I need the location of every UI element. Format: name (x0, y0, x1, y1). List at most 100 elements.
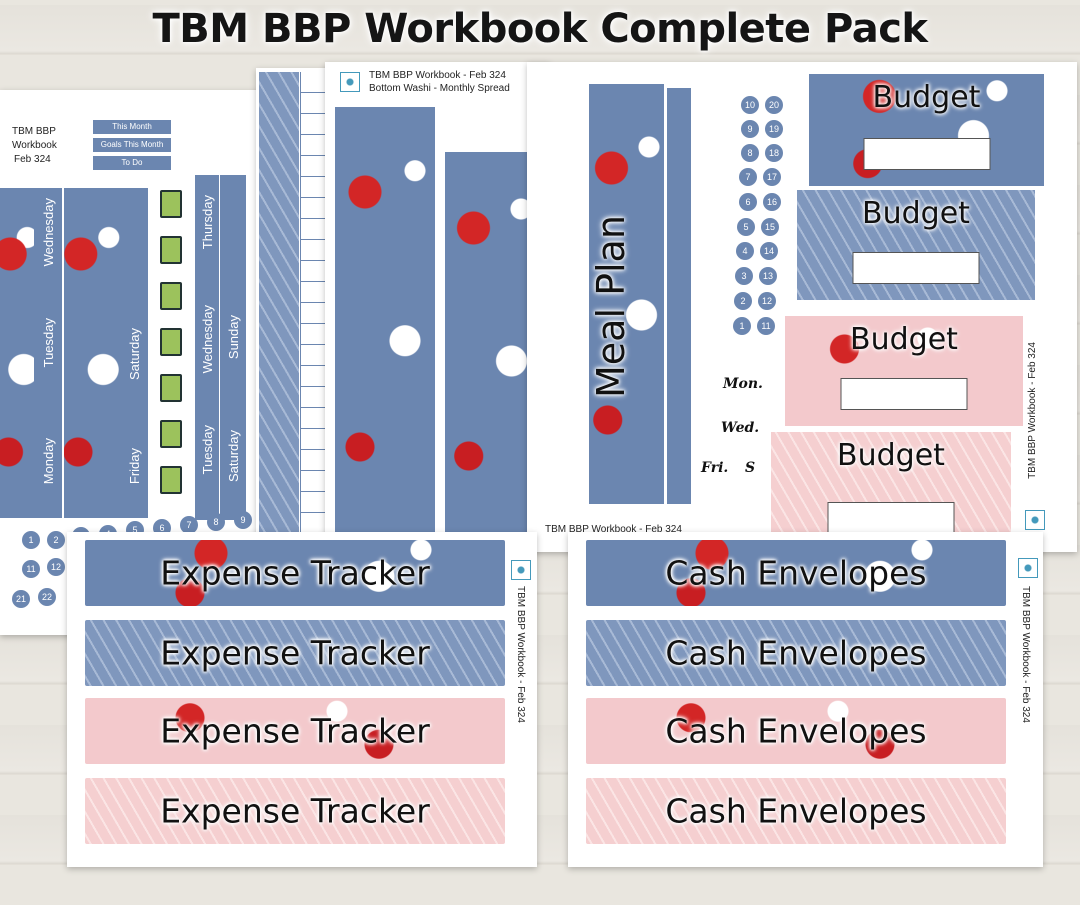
expense-tracker-sticker: Expense Tracker (85, 778, 505, 844)
day-label: Tuesday (41, 318, 56, 368)
cash-envelopes-sticker: Cash Envelopes (586, 540, 1006, 606)
day-abbrev: S (745, 460, 756, 476)
date-dot: 8 (741, 144, 759, 162)
expense-tracker-sticker: Expense Tracker (85, 540, 505, 606)
sheet-caption-line: TBM BBP (12, 126, 56, 137)
tab-this-month: This Month (93, 120, 171, 134)
day-bar: Wednesday Tuesday Monday (34, 188, 62, 518)
date-dot: 6 (739, 193, 757, 211)
date-dot: 16 (763, 193, 781, 211)
date-dot: 1 (22, 531, 40, 549)
day-label: Friday (127, 448, 142, 485)
budget-sticker: Budget (797, 190, 1035, 300)
cash-envelopes-label: Cash Envelopes (665, 711, 927, 751)
page-title: TBM BBP Workbook Complete Pack (152, 6, 928, 52)
day-bar: Saturday Friday (120, 188, 148, 518)
floral-strip (589, 84, 664, 504)
day-label: Wednesday (41, 198, 56, 267)
day-label: Sunday (226, 315, 241, 360)
cash-envelopes-sticker: Cash Envelopes (586, 778, 1006, 844)
expense-tracker-label: Expense Tracker (160, 791, 430, 831)
brand-logo (1018, 558, 1038, 578)
day-abbrev: Mon. (723, 376, 763, 392)
date-dot: 10 (741, 96, 759, 114)
cash-envelopes-sheet: Cash Envelopes Cash Envelopes Cash Envel… (568, 532, 1043, 867)
sheet-caption-line: Feb 324 (14, 154, 51, 165)
floral-strip (64, 188, 120, 518)
day-label: Thursday (200, 195, 215, 250)
budget-write-box (827, 502, 955, 534)
money-icon (160, 282, 182, 310)
day-label: Saturday (226, 430, 241, 483)
date-dot: 7 (180, 516, 198, 534)
sheet-side-caption: TBM BBP Workbook - Feb 324 (515, 586, 526, 723)
cash-envelopes-label: Cash Envelopes (665, 791, 927, 831)
money-icon (160, 236, 182, 264)
money-icon (160, 420, 182, 448)
tab-goals-this-month: Goals This Month (93, 138, 171, 152)
date-dot: 15 (761, 218, 779, 236)
budget-write-box (863, 138, 990, 170)
day-bar: Thursday Wednesday Tuesday (195, 175, 219, 520)
money-icon (160, 374, 182, 402)
budget-label: Budget (837, 438, 945, 473)
floral-strip (0, 188, 34, 518)
floral-washi-strip (445, 152, 540, 532)
date-dot: 11 (757, 317, 775, 335)
date-dot: 2 (47, 531, 65, 549)
date-dot: 3 (735, 267, 753, 285)
cash-envelopes-sticker: Cash Envelopes (586, 620, 1006, 686)
day-label: Saturday (127, 328, 142, 381)
expense-tracker-label: Expense Tracker (160, 553, 430, 593)
expense-tracker-sheet: Expense Tracker Expense Tracker Expense … (67, 532, 537, 867)
date-dot: 7 (739, 168, 757, 186)
cash-envelopes-label: Cash Envelopes (665, 633, 927, 673)
expense-tracker-sticker: Expense Tracker (85, 698, 505, 764)
day-label: Monday (41, 438, 56, 485)
budget-sticker: Budget (771, 432, 1011, 544)
day-label: Tuesday (200, 425, 215, 475)
budget-label: Budget (862, 196, 970, 231)
weekly-sticker-sheet: TBM BBP Workbook Feb 324 This Month Goal… (0, 90, 290, 635)
budget-sticker: Budget (809, 74, 1044, 186)
expense-tracker-sticker: Expense Tracker (85, 620, 505, 686)
money-icon (160, 190, 182, 218)
sheet-caption-line: Workbook (12, 140, 57, 151)
budget-write-box (840, 378, 968, 410)
sheet-side-caption: TBM BBP Workbook - Feb 324 (1020, 586, 1031, 723)
date-dot: 22 (38, 588, 56, 606)
date-dot: 12 (758, 292, 776, 310)
sheet-footer: TBM BBP Workbook - Feb 324 (545, 524, 682, 535)
meal-plan-bar (667, 88, 691, 504)
date-dot: 11 (22, 560, 40, 578)
date-dot: 5 (737, 218, 755, 236)
cash-envelopes-label: Cash Envelopes (665, 553, 927, 593)
meal-budget-sheet: Meal Plan 10 9 8 7 6 5 4 3 2 1 20 19 18 … (527, 62, 1077, 552)
sheet-caption-line: TBM BBP Workbook - Feb 324 (369, 70, 506, 81)
budget-write-box (852, 252, 980, 284)
cash-envelopes-sticker: Cash Envelopes (586, 698, 1006, 764)
budget-label: Budget (850, 322, 958, 357)
date-dot: 20 (765, 96, 783, 114)
sheet-caption-line: Bottom Washi - Monthly Spread (369, 83, 510, 94)
budget-label: Budget (872, 80, 981, 115)
fern-strip (259, 72, 299, 532)
budget-sticker: Budget (785, 316, 1023, 426)
date-dot: 9 (234, 511, 252, 529)
day-bar: Sunday Saturday (220, 175, 246, 520)
date-dot: 13 (759, 267, 777, 285)
date-dot: 9 (741, 120, 759, 138)
date-dot: 21 (12, 590, 30, 608)
date-dot: 14 (760, 242, 778, 260)
floral-washi-strip (335, 107, 435, 532)
day-abbrev: Fri. (701, 460, 729, 476)
date-dot: 2 (734, 292, 752, 310)
brand-logo (511, 560, 531, 580)
expense-tracker-label: Expense Tracker (160, 633, 430, 673)
brand-logo (340, 72, 360, 92)
date-dot: 8 (207, 513, 225, 531)
expense-tracker-label: Expense Tracker (160, 711, 430, 751)
bottom-washi-sheet: TBM BBP Workbook - Feb 324 Bottom Washi … (325, 62, 550, 537)
meal-plan-label: Meal Plan (589, 215, 633, 399)
date-dot: 19 (765, 120, 783, 138)
